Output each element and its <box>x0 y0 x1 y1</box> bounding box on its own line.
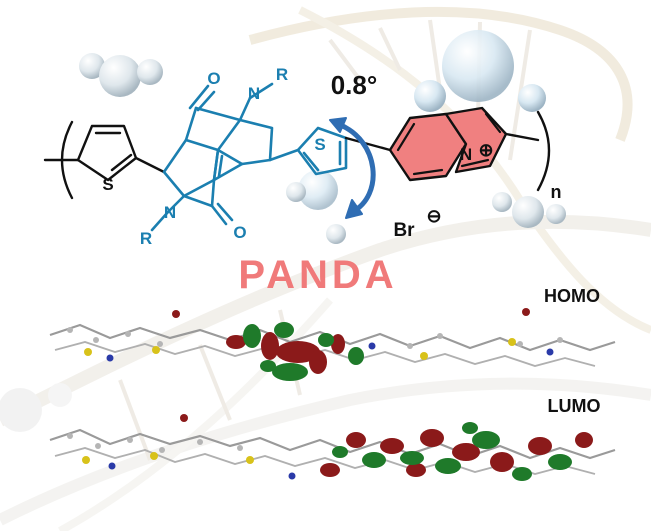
water-molecule <box>286 170 346 244</box>
substituent-top: R <box>276 65 288 84</box>
polymer-structure <box>43 82 551 232</box>
thiophene-left <box>76 124 166 182</box>
cation-charge: ⊕ <box>478 140 493 160</box>
water-molecule <box>414 30 546 112</box>
quinolizinium <box>388 106 540 182</box>
sulfur-label-left: S <box>102 175 113 194</box>
counter-ion-charge: ⊖ <box>426 206 441 226</box>
torsion-arrow <box>335 121 376 215</box>
lumo-label: LUMO <box>548 396 601 416</box>
atom-labels: S O N R N R O S N ⊕ n Br ⊖ 0.8° <box>102 65 561 248</box>
dpp-core <box>150 82 300 232</box>
sulfur-label-right: S <box>314 135 325 154</box>
lumo-orbital: LUMO <box>49 396 616 481</box>
polymer-name: PANDA <box>238 253 397 297</box>
homo-orbital: HOMO <box>49 286 616 381</box>
water-molecule <box>492 192 566 228</box>
thiophene-right <box>296 126 348 176</box>
nitrogen-label-cation: N <box>460 145 472 164</box>
oxygen-label-top: O <box>207 69 220 88</box>
water-molecule <box>79 53 163 97</box>
oxygen-label-bottom: O <box>233 223 246 242</box>
nitrogen-label-top: N <box>248 84 260 103</box>
substituent-bottom: R <box>140 229 152 248</box>
nitrogen-label-bottom: N <box>164 203 176 222</box>
counter-ion: Br <box>393 220 415 241</box>
repeat-unit-label: n <box>551 182 562 202</box>
right-bracket <box>536 110 551 192</box>
torsion-angle-label: 0.8° <box>331 70 378 100</box>
water-molecules <box>79 30 566 244</box>
homo-label: HOMO <box>544 286 600 306</box>
left-bracket <box>60 120 74 200</box>
